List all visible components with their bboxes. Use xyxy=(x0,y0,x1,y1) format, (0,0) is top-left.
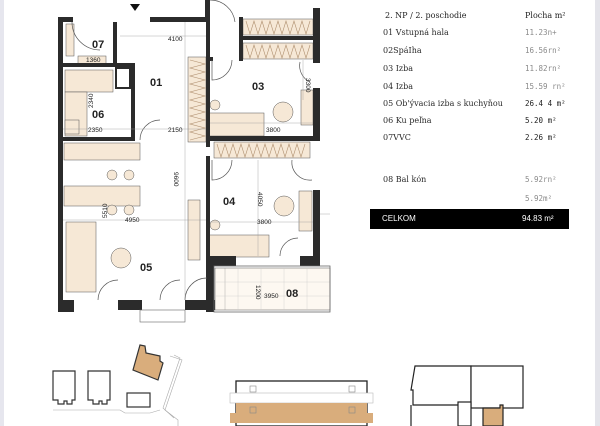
legend-row: 02SpáIha 16.56rn² xyxy=(370,46,570,62)
room-label-04: 04 xyxy=(223,196,236,208)
room-area: 11.23n+ xyxy=(525,28,557,37)
balcony-name: 08 Bal kón xyxy=(383,175,427,184)
dim-2350: 2350 xyxy=(88,127,103,134)
legend-row-balcony-subtotal: 5.92m² xyxy=(370,194,570,210)
section-thumbnail xyxy=(229,380,374,426)
dim-9600: 9600 xyxy=(172,172,179,187)
legend-header: 2. NP / 2. poschodie Plocha m² xyxy=(370,11,570,27)
area-legend: 2. NP / 2. poschodie Plocha m² 01 Vstupn… xyxy=(370,0,570,240)
legend-row: 07VVC 2.26 m² xyxy=(370,133,570,149)
legend-floor-title: 2. NP / 2. poschodie xyxy=(385,11,467,20)
room-area: 11.82rn² xyxy=(525,64,562,73)
balcony-subtotal: 5.92m² xyxy=(525,194,553,203)
dim-4100: 4100 xyxy=(168,36,183,43)
dim-4050: 4050 xyxy=(256,192,263,207)
room-name: 06 Ku peľna xyxy=(383,116,432,125)
room-area: 15.59 rn² xyxy=(525,82,566,91)
room-label-05: 05 xyxy=(140,262,152,274)
room-name: 04 Izba xyxy=(383,82,413,91)
room-area: 16.56rn² xyxy=(525,46,562,55)
room-area: 2.26 m² xyxy=(525,133,557,142)
legend-area-heading: Plocha m² xyxy=(525,11,566,20)
room-name: 02SpáIha xyxy=(383,46,422,55)
dim-2150: 2150 xyxy=(168,127,183,134)
dim-3800-room03: 3800 xyxy=(266,127,281,134)
room-area: 5.20 m² xyxy=(525,116,557,125)
balcony-area: 5.92rn² xyxy=(525,175,557,184)
room-area: 26.4 4 m² xyxy=(525,99,566,108)
room-name: 05 Ob'ývacia izba s kuchyňou xyxy=(383,99,503,108)
room-label-01: 01 xyxy=(150,77,162,89)
legend-row: 06 Ku peľna 5.20 m² xyxy=(370,116,570,132)
total-area: 94.83 m² xyxy=(522,214,554,223)
legend-row: 05 Ob'ývacia izba s kuchyňou 26.4 4 m² xyxy=(370,99,570,115)
total-bar: CELKOM 94.83 m² xyxy=(370,209,569,229)
legend-row: 01 Vstupná hala 11.23n+ xyxy=(370,28,570,44)
dim-4950: 4950 xyxy=(125,217,140,224)
legend-row: 04 Izba 15.59 rn² xyxy=(370,82,570,98)
room-label-07: 07 xyxy=(92,39,104,51)
dim-3300: 3300 xyxy=(304,78,311,93)
total-label: CELKOM xyxy=(382,214,416,223)
dim-1200: 1200 xyxy=(254,285,261,300)
room-label-03: 03 xyxy=(252,81,264,93)
room-name: 01 Vstupná hala xyxy=(383,28,449,37)
dim-3800-room04: 3800 xyxy=(257,219,272,226)
dim-5510: 5510 xyxy=(102,203,109,218)
room-name: 03 Izba xyxy=(383,64,413,73)
dim-3950: 3950 xyxy=(264,293,279,300)
entry-marker-icon xyxy=(130,4,140,11)
left-edge-strip xyxy=(0,0,4,426)
room-label-06: 06 xyxy=(92,109,104,121)
legend-row: 03 Izba 11.82rn² xyxy=(370,64,570,80)
legend-row-balcony: 08 Bal kón 5.92rn² xyxy=(370,175,570,191)
dim-1360: 1360 xyxy=(86,57,101,64)
floor-key-thumbnail xyxy=(410,365,524,426)
dim-2340: 2340 xyxy=(88,93,95,108)
right-edge-strip xyxy=(595,0,600,426)
site-plan-thumbnail xyxy=(52,344,164,408)
room-label-08: 08 xyxy=(286,288,298,300)
room-name: 07VVC xyxy=(383,133,411,142)
